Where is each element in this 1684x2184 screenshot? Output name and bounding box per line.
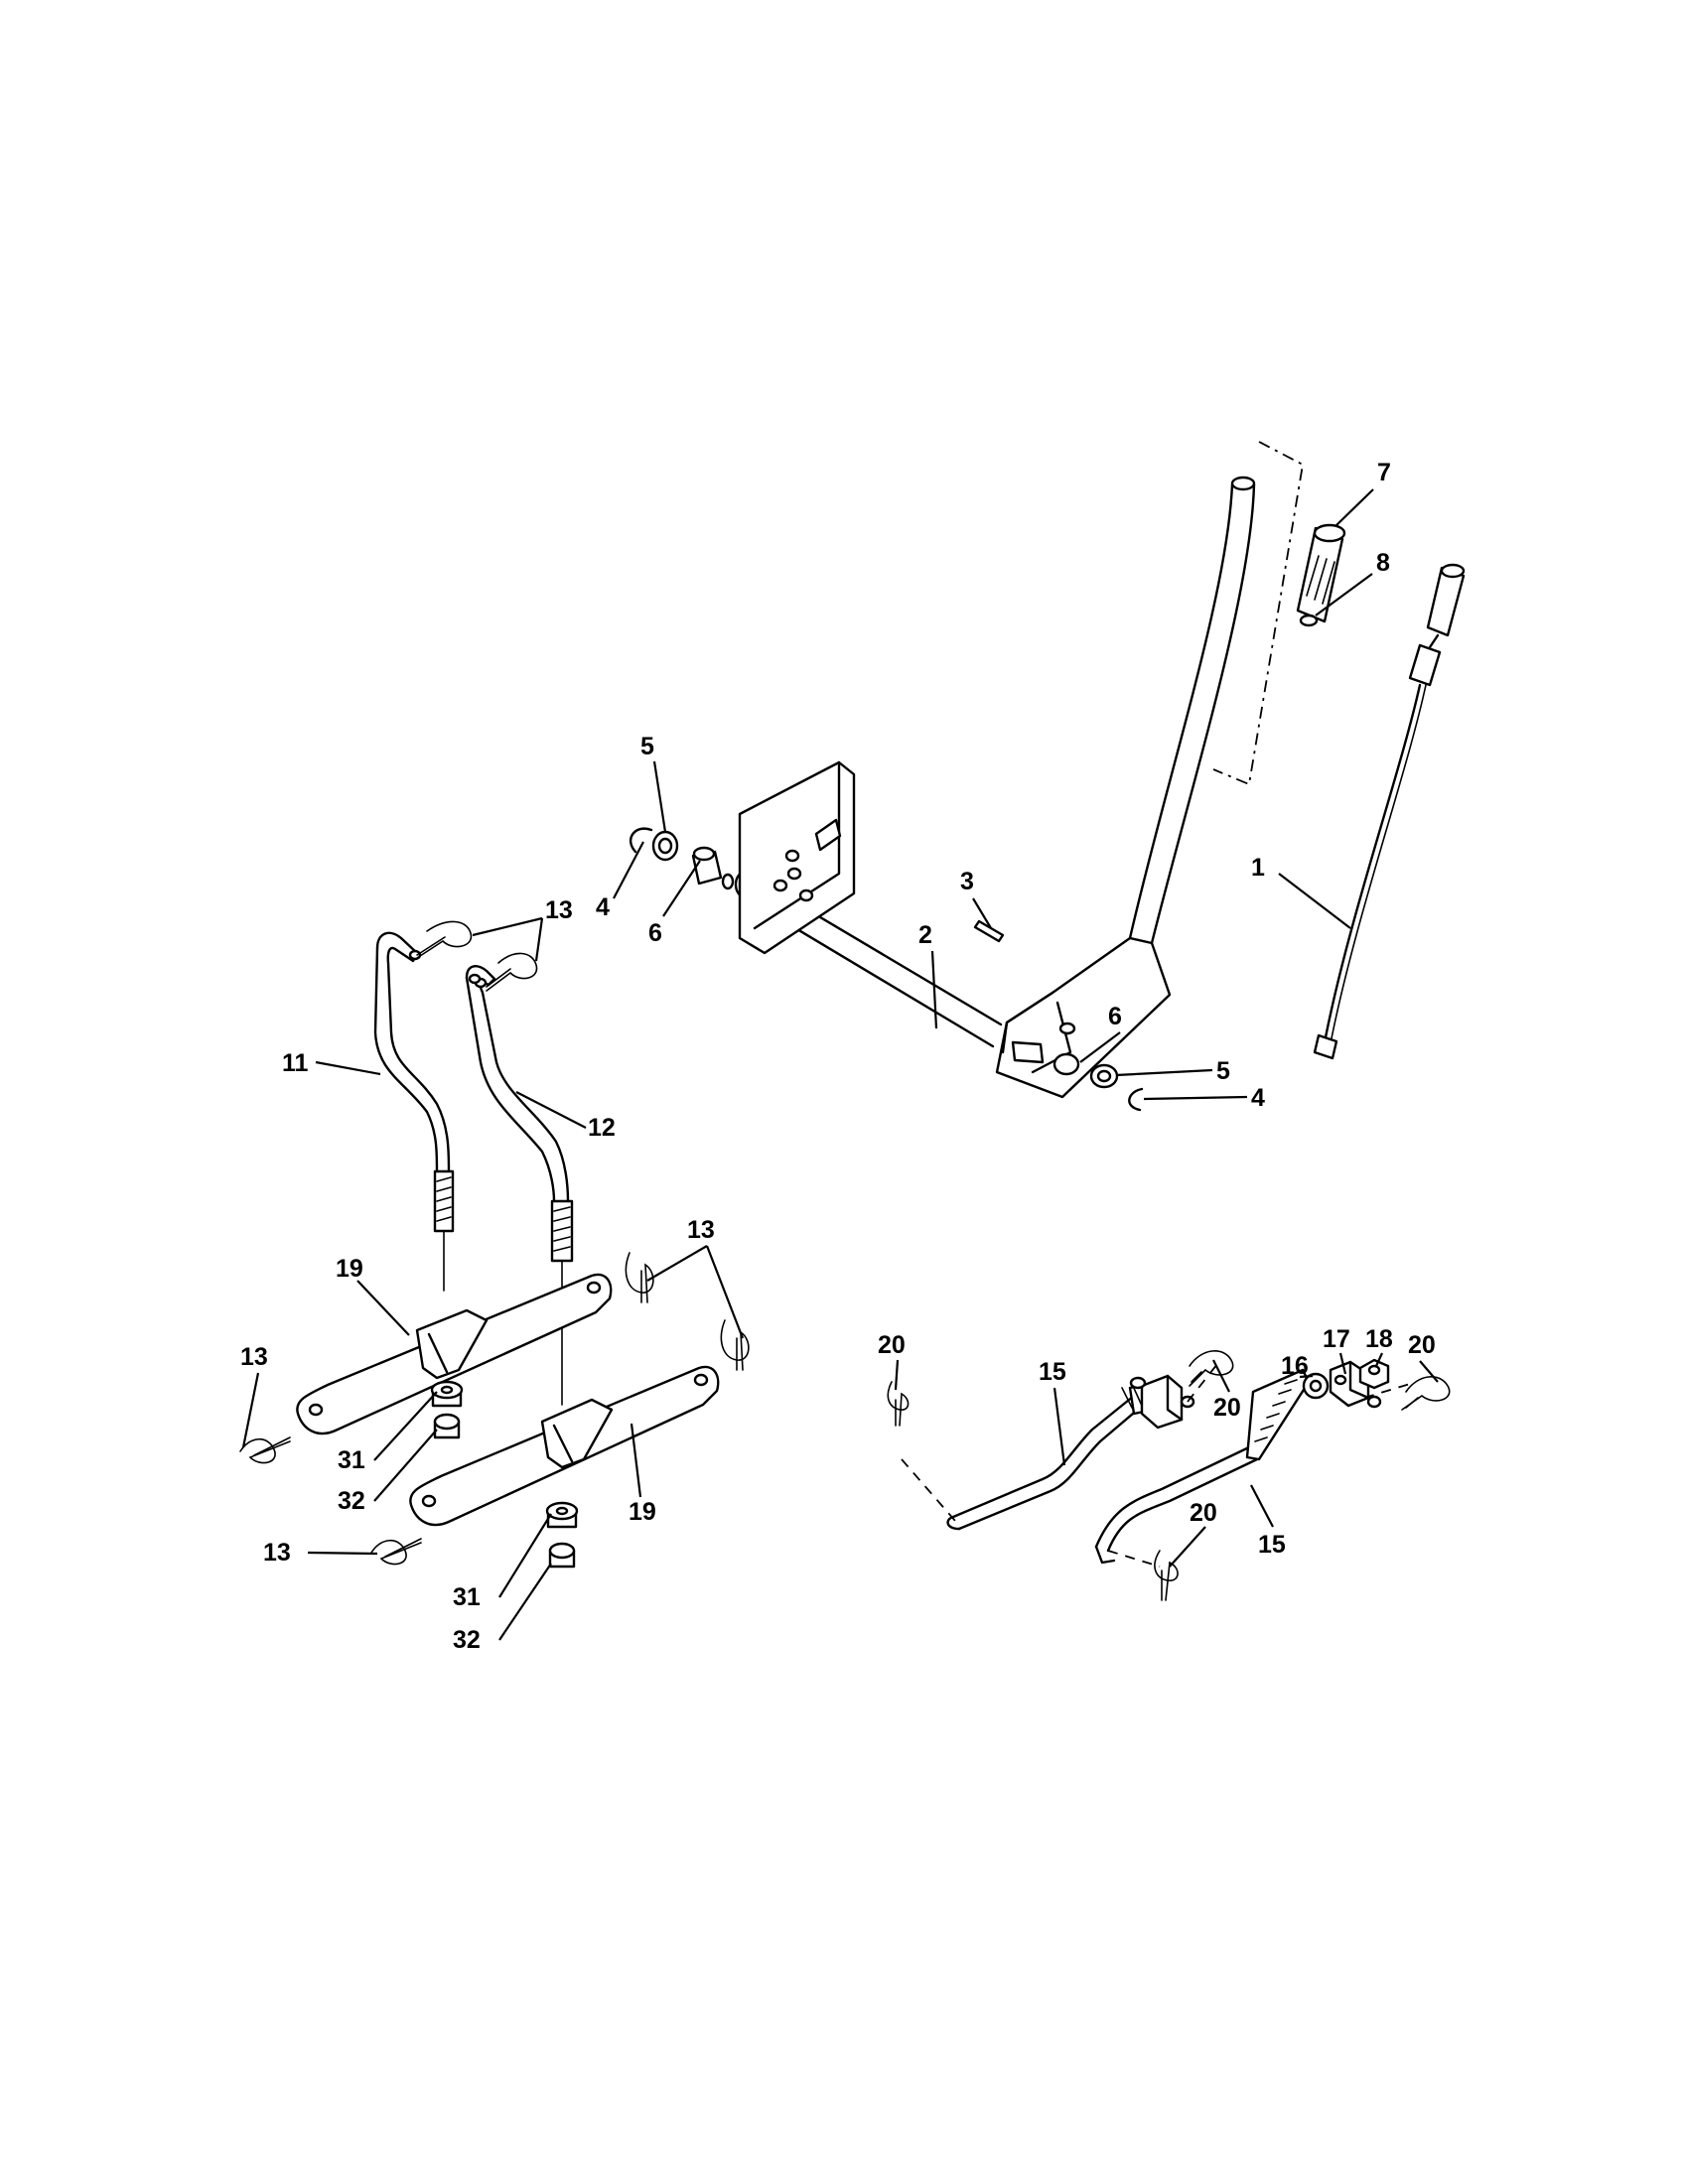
callout-16: 16 [1281, 1352, 1309, 1380]
callout-18: 18 [1365, 1325, 1393, 1353]
callout-20: 20 [1408, 1331, 1436, 1359]
callout-8: 8 [1376, 549, 1390, 577]
roll-pin [973, 919, 1005, 943]
grip-plug [1299, 614, 1319, 627]
callout-13: 13 [263, 1539, 291, 1567]
callout-4: 4 [1251, 1084, 1265, 1112]
hanger-block-upper [1129, 1374, 1195, 1430]
lift-link-right [465, 965, 574, 1406]
hairpin-clip-20 [1401, 1376, 1451, 1411]
callout-5: 5 [640, 733, 654, 760]
callout-15: 15 [1258, 1531, 1286, 1559]
hairpin-clip-20 [887, 1381, 910, 1427]
callout-12: 12 [588, 1114, 616, 1142]
lift-arm-lower [409, 1365, 720, 1527]
hairpin-clip-20 [1154, 1550, 1179, 1601]
callout-20: 20 [1190, 1499, 1217, 1527]
callout-32: 32 [338, 1487, 365, 1515]
hairpin-clip [720, 1319, 750, 1371]
callout-20: 20 [878, 1331, 906, 1359]
callout-3: 3 [960, 868, 974, 895]
callout-32: 32 [453, 1626, 481, 1654]
grip-envelope [1212, 441, 1304, 786]
left-washer [651, 830, 679, 862]
callout-6: 6 [648, 919, 662, 947]
callout-13: 13 [687, 1216, 715, 1244]
callout-15: 15 [1039, 1358, 1066, 1386]
callout-19: 19 [629, 1498, 656, 1526]
right-clip [1128, 1087, 1144, 1112]
callout-31: 31 [453, 1583, 481, 1611]
callout-4: 4 [596, 893, 610, 921]
leader-lines [241, 488, 1439, 1641]
callout-13: 13 [545, 896, 573, 924]
hairpin-clip [239, 1436, 291, 1464]
callout-5: 5 [1216, 1057, 1230, 1085]
nut-upper [433, 1413, 461, 1439]
hairpin-clip [486, 952, 538, 992]
left-bushing [691, 846, 735, 890]
callout-20: 20 [1213, 1394, 1241, 1422]
hairpin-clip [370, 1538, 422, 1566]
callout-1: 1 [1251, 854, 1265, 882]
callout-31: 31 [338, 1446, 365, 1474]
spacer-upper [430, 1380, 464, 1408]
callout-11: 11 [282, 1049, 309, 1077]
hairpin-clip [625, 1252, 654, 1303]
cable [1313, 563, 1466, 1060]
washer-16 [1302, 1372, 1330, 1400]
callout-13: 13 [240, 1343, 268, 1371]
callout-labels: 7 8 1 5 4 6 3 2 13 11 12 6 5 4 13 19 13 … [240, 459, 1436, 1654]
hairpin-clip [416, 920, 473, 959]
handle-grip [1296, 523, 1346, 623]
left-clip [629, 827, 653, 854]
block-17 [1329, 1360, 1382, 1409]
lift-arm-upper [296, 1273, 613, 1435]
callout-19: 19 [336, 1255, 363, 1283]
callout-6: 6 [1108, 1003, 1122, 1030]
hairpin-dash [1107, 1550, 1161, 1568]
hanger-rod-upper [946, 1382, 1156, 1531]
callout-17: 17 [1323, 1325, 1350, 1353]
callout-7: 7 [1377, 459, 1391, 486]
spacer-lower [545, 1501, 579, 1529]
hanger-dash-lines [901, 1363, 1411, 1522]
lift-link-left [373, 931, 455, 1292]
mounting-plate [738, 760, 856, 955]
nut-18 [1358, 1358, 1390, 1390]
lift-handle [995, 476, 1256, 1099]
right-washer [1089, 1063, 1119, 1089]
right-bushing [1011, 1040, 1080, 1076]
nut-lower [548, 1542, 576, 1569]
hairpin-clip-20 [1189, 1350, 1234, 1387]
hanger-rod-lower [1094, 1368, 1311, 1565]
callout-2: 2 [918, 921, 932, 949]
